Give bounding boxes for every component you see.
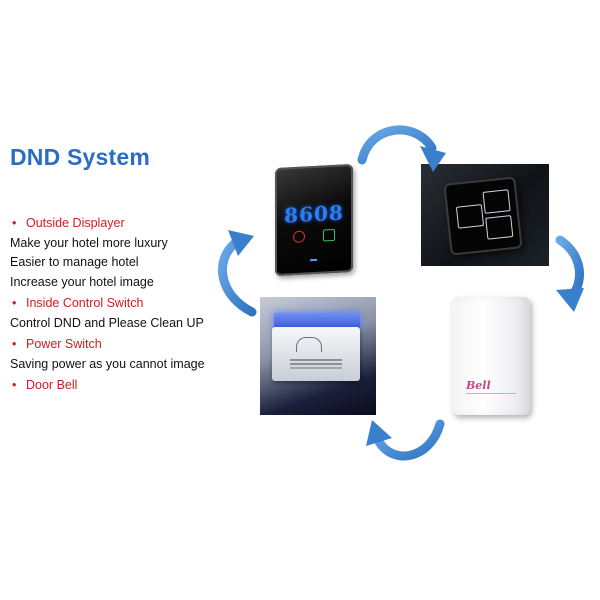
- bullet: •: [12, 216, 17, 230]
- feature-heading-text: Door Bell: [26, 378, 78, 392]
- card-slot-light: [274, 313, 360, 331]
- bullet: •: [12, 296, 17, 310]
- feature-heading-text: Inside Control Switch: [26, 296, 144, 310]
- feature-line: Make your hotel more luxury: [10, 235, 168, 250]
- feature-line: Control DND and Please Clean UP: [10, 315, 204, 330]
- feature-heading: • Outside Displayer: [10, 214, 240, 234]
- feature-item-door-bell: • Door Bell: [10, 376, 240, 396]
- feature-heading-text: Outside Displayer: [26, 216, 125, 230]
- feature-line: Increase your hotel image: [10, 274, 154, 289]
- curved-arrow-icon: [357, 125, 446, 172]
- door-bell-image: Bell: [452, 297, 530, 415]
- feature-line: Saving power as you cannot image: [10, 356, 205, 371]
- bell-logo: Bell: [466, 379, 491, 392]
- feature-heading: • Inside Control Switch: [10, 294, 240, 314]
- feature-item-outside-displayer: • Outside Displayer Make your hotel more …: [10, 214, 240, 292]
- bullet: •: [12, 337, 17, 351]
- feature-heading-text: Power Switch: [26, 337, 102, 351]
- inside-control-switch-image: [421, 164, 549, 266]
- curved-arrow-icon: [217, 230, 257, 317]
- feature-heading: • Power Switch: [10, 335, 240, 355]
- feature-item-power-switch: • Power Switch Saving power as you cannot…: [10, 335, 240, 374]
- curved-arrow-icon: [366, 419, 445, 461]
- bell-decor-line: [466, 393, 516, 394]
- curved-arrow-icon: [555, 235, 584, 312]
- feature-item-inside-control-switch: • Inside Control Switch Control DND and P…: [10, 294, 240, 333]
- power-switch-image: [260, 297, 376, 415]
- card-holder-text-lines: [290, 359, 342, 361]
- bullet: •: [12, 378, 17, 392]
- feature-list: • Outside Displayer Make your hotel more …: [10, 214, 240, 398]
- feature-heading: • Door Bell: [10, 376, 240, 396]
- card-holder-face: [272, 327, 360, 381]
- feature-line: Easier to manage hotel: [10, 255, 139, 269]
- card-insert-icon: [296, 337, 322, 352]
- page-title: DND System: [10, 144, 151, 170]
